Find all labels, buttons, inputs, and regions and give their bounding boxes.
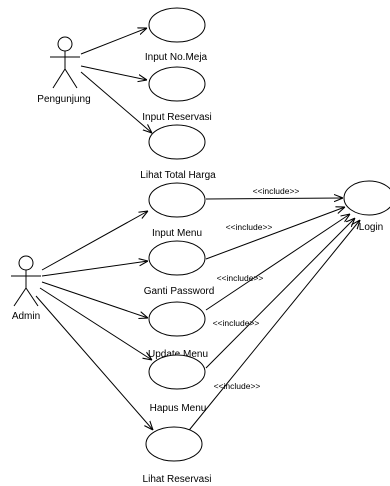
use-case-hapus-menu: Hapus Menu (148, 354, 207, 414)
assoc-pengunjung-input-no-meja (80, 28, 147, 55)
include-label: <<include>> (213, 318, 260, 328)
include-lihat-reservasi-login (185, 220, 360, 435)
actor-pengunjung-label: Pengunjung (37, 94, 90, 105)
include-label: <<include>> (253, 186, 300, 196)
use-case-login: Login (343, 180, 390, 233)
actor-admin: Admin (11, 255, 41, 322)
actor-pengunjung-icon (50, 36, 80, 89)
use-case-lihat-total-harga: Lihat Total Harga (140, 124, 216, 181)
use-case-ganti-password: Ganti Password (144, 240, 215, 297)
actor-admin-icon (11, 255, 41, 307)
assoc-admin-input-menu (41, 211, 148, 271)
use-case-lihat-total-harga-label: Lihat Total Harga (140, 170, 216, 181)
assoc-admin-lihat-reservasi (35, 295, 153, 430)
pengunjung-associations (80, 28, 152, 133)
actor-admin-label: Admin (12, 311, 40, 322)
use-case-input-menu-label: Input Menu (152, 228, 202, 239)
use-case-hapus-menu-label: Hapus Menu (150, 403, 207, 414)
assoc-admin-ganti-password (41, 261, 148, 277)
use-case-lihat-reservasi: Lihat Reservasi (143, 426, 212, 485)
use-case-login-label: Login (359, 222, 383, 233)
use-case-input-no-meja-label: Input No.Meja (145, 52, 208, 63)
use-case-update-menu: Update Menu (148, 301, 208, 360)
use-case-lihat-reservasi-label: Lihat Reservasi (143, 474, 212, 485)
use-case-input-reservasi-label: Input Reservasi (142, 112, 211, 123)
include-hapus-menu-login (205, 218, 355, 369)
use-case-update-menu-label: Update Menu (148, 349, 208, 360)
use-case-ganti-password-label: Ganti Password (144, 286, 215, 297)
assoc-pengunjung-lihat-total-harga (80, 71, 152, 133)
use-case-input-menu: Input Menu (148, 182, 206, 239)
actor-pengunjung: Pengunjung (37, 36, 91, 105)
assoc-admin-hapus-menu (39, 287, 152, 360)
include-update-menu-login (205, 214, 350, 311)
use-case-input-reservasi: Input Reservasi (142, 66, 212, 123)
include-label: <<include>> (214, 381, 261, 391)
assoc-pengunjung-input-reservasi (80, 65, 147, 80)
assoc-admin-update-menu (41, 281, 148, 318)
admin-associations (35, 211, 153, 430)
include-label: <<include>> (226, 222, 273, 232)
include-ganti-password-login (205, 207, 345, 260)
include-input-menu-login (205, 198, 343, 199)
use-case-input-no-meja: Input No.Meja (145, 7, 208, 63)
include-label: <<include>> (217, 273, 264, 283)
include-relations: <<include>> <<include>> <<include>> <<in… (185, 186, 360, 435)
